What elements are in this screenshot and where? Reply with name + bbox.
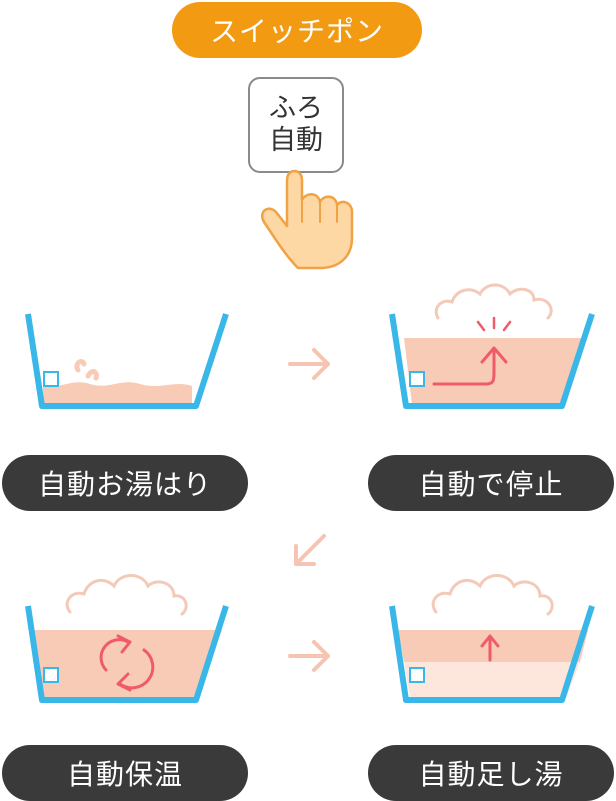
step-label-add: 自動足し湯 bbox=[368, 745, 614, 801]
top-label-pill: スイッチポン bbox=[172, 2, 422, 58]
tub-keep-warm bbox=[25, 574, 229, 703]
top-label: スイッチポン bbox=[209, 15, 384, 48]
arrow-up-icon bbox=[480, 634, 500, 662]
up-turn-arrow-icon bbox=[432, 346, 508, 386]
step-text-fill: 自動お湯はり bbox=[37, 468, 212, 501]
circular-arrows-icon bbox=[99, 634, 155, 692]
hand-pointer-icon bbox=[260, 169, 354, 270]
arrow-down-left-icon bbox=[294, 534, 326, 566]
steam-cloud-icon bbox=[65, 574, 188, 616]
step-label-stop: 自動で停止 bbox=[368, 455, 614, 511]
step-text-stop: 自動で停止 bbox=[418, 468, 564, 501]
button-line-2: 自動 bbox=[269, 125, 323, 156]
step-text-add: 自動足し湯 bbox=[418, 758, 564, 791]
steam-cloud-icon bbox=[434, 283, 553, 320]
arrow-right-icon bbox=[288, 348, 330, 380]
steam-cloud-icon bbox=[431, 574, 554, 616]
step-label-keep: 自動保温 bbox=[2, 745, 248, 801]
step-label-fill: 自動お湯はり bbox=[2, 455, 248, 511]
tub-filling bbox=[25, 313, 229, 409]
arrow-right-icon bbox=[288, 640, 330, 672]
step-text-keep: 自動保温 bbox=[66, 758, 183, 791]
burst-lines bbox=[476, 316, 512, 332]
tub-stop bbox=[389, 283, 595, 409]
button-line-1: ふろ bbox=[269, 93, 323, 124]
tub-add-water bbox=[389, 574, 595, 703]
bath-auto-button[interactable]: ふろ 自動 bbox=[248, 77, 344, 173]
